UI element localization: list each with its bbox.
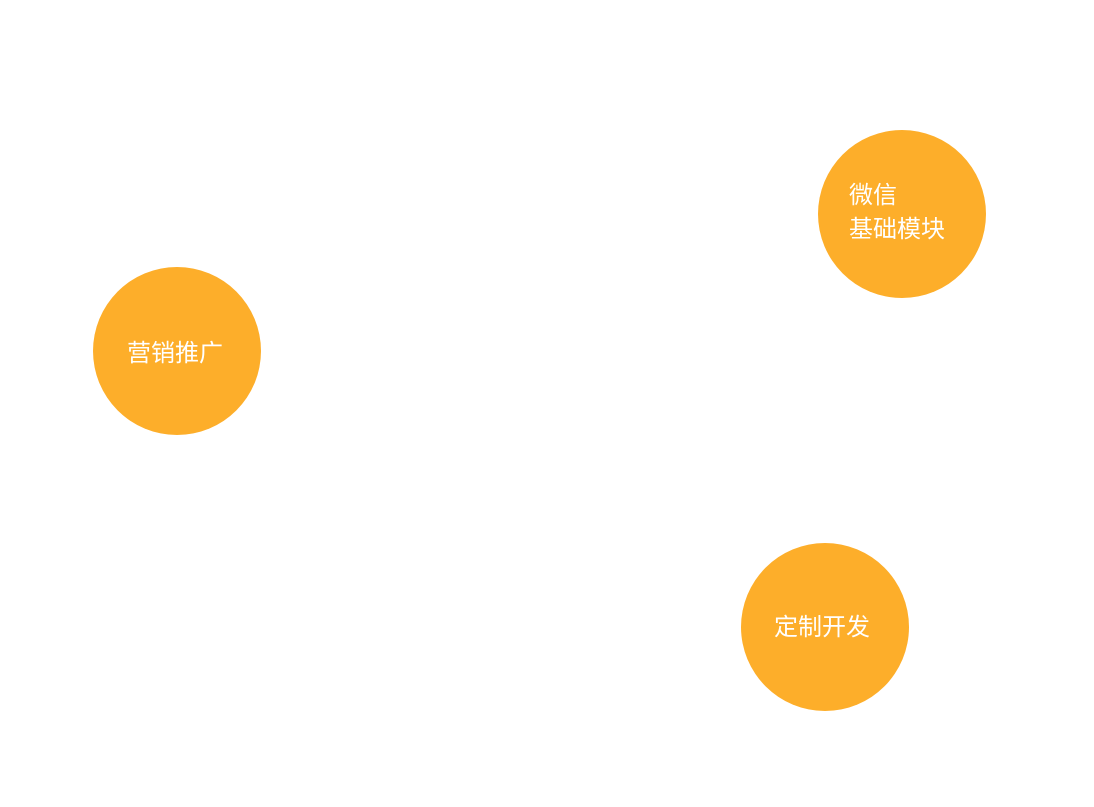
wechat-basic-module-label: 微信 基础模块: [849, 178, 945, 246]
custom-development-text: 定制开发: [774, 613, 870, 641]
wechat-basic-module-node[interactable]: 微信 基础模块: [818, 130, 986, 298]
marketing-promotion-node[interactable]: 营销推广: [93, 267, 261, 435]
marketing-promotion-text: 营销推广: [127, 339, 223, 367]
wechat-label-line-2: 基础模块: [849, 215, 945, 243]
wechat-label-line-1: 微信: [849, 181, 897, 209]
custom-development-label: 定制开发: [774, 610, 870, 644]
custom-development-node[interactable]: 定制开发: [741, 543, 909, 711]
marketing-promotion-label: 营销推广: [127, 336, 223, 370]
